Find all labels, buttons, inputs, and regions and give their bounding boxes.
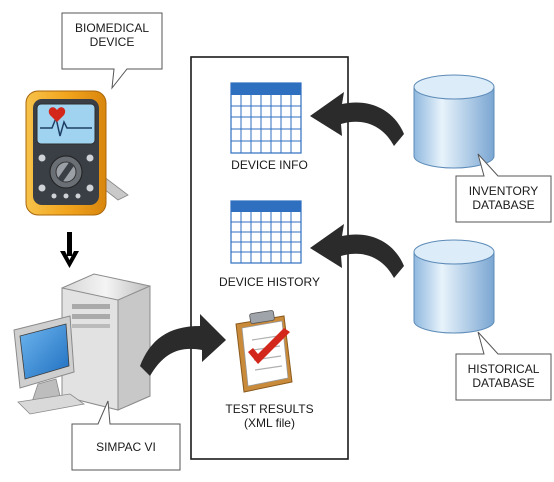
test-results-label: TEST RESULTS (XML file) — [191, 402, 348, 430]
callout-simpac-text: SIMPAC VI — [96, 440, 156, 454]
callout-line: HISTORICAL — [467, 362, 540, 376]
callout-line: BIOMEDICAL — [74, 21, 149, 35]
database-icon — [413, 239, 495, 334]
calendar-icon — [230, 200, 302, 264]
device-info-label: DEVICE INFO — [231, 158, 308, 172]
test-results-line: (XML file) — [244, 416, 295, 430]
callout-simpac — [71, 400, 181, 471]
calendar-icon — [230, 82, 302, 154]
callout-historical-database-text: HISTORICAL DATABASE — [456, 362, 551, 390]
callout-inventory-database-text: INVENTORY DATABASE — [456, 184, 551, 212]
callout-inventory-database — [455, 153, 552, 223]
curved-arrow-icon — [310, 224, 404, 278]
curved-arrow-icon — [310, 92, 404, 146]
callout-historical-database — [455, 331, 552, 401]
callout-line: DEVICE — [89, 35, 135, 49]
callout-line: INVENTORY — [468, 184, 539, 198]
clipboard-icon — [235, 310, 293, 393]
database-icon — [413, 74, 495, 169]
callout-line: DATABASE — [472, 376, 535, 390]
callout-line: DATABASE — [472, 198, 535, 212]
test-results-line: TEST RESULTS — [225, 402, 314, 416]
device-history-label: DEVICE HISTORY — [219, 275, 320, 289]
callout-biomedical-device-text: BIOMEDICAL DEVICE — [62, 21, 162, 49]
biomedical-device-icon — [25, 90, 129, 216]
curved-arrow-icon — [140, 314, 226, 376]
computer-icon — [13, 273, 151, 415]
down-arrow-icon — [60, 232, 79, 268]
callout-biomedical-device — [61, 12, 163, 90]
